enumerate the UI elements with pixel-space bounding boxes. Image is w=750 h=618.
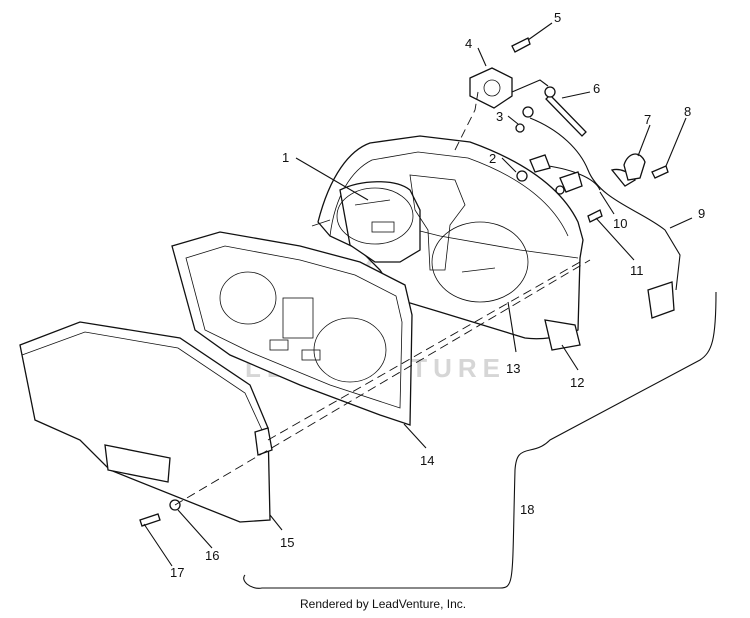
sensor-module: [469, 37, 531, 109]
callout-15: 15: [280, 535, 294, 550]
callout-5: 5: [554, 10, 561, 25]
callout-17: 17: [170, 565, 184, 580]
callouts: 1 2 3 4 5 6 7 8 9 10 11 12 13 14 15 16 1…: [170, 10, 705, 580]
callout-16: 16: [205, 548, 219, 563]
callout-2: 2: [489, 151, 496, 166]
cover-lens: [19, 321, 273, 523]
callout-7: 7: [644, 112, 651, 127]
callout-4: 4: [465, 36, 472, 51]
washer-and-screw: [139, 499, 181, 527]
leader-lines: [143, 22, 693, 567]
wiring-harness: [511, 79, 681, 319]
callout-18: 18: [520, 502, 534, 517]
screws: [587, 209, 603, 223]
callout-8: 8: [684, 104, 691, 119]
bezel: [171, 231, 413, 426]
callout-11: 11: [630, 263, 644, 278]
callout-13: 13: [506, 361, 520, 376]
instrument-cluster-housing: [311, 135, 584, 351]
alignment-lines: [174, 91, 591, 506]
callout-6: 6: [593, 81, 600, 96]
cable: [544, 86, 587, 137]
callout-14: 14: [420, 453, 434, 468]
callout-3: 3: [496, 109, 503, 124]
callout-1: 1: [282, 150, 289, 165]
callout-9: 9: [698, 206, 705, 221]
callout-12: 12: [570, 375, 584, 390]
render-credit: Rendered by LeadVenture, Inc.: [300, 597, 466, 611]
callout-10: 10: [613, 216, 627, 231]
assembly-bracket: [243, 291, 717, 589]
clip-and-screw: [623, 153, 669, 181]
